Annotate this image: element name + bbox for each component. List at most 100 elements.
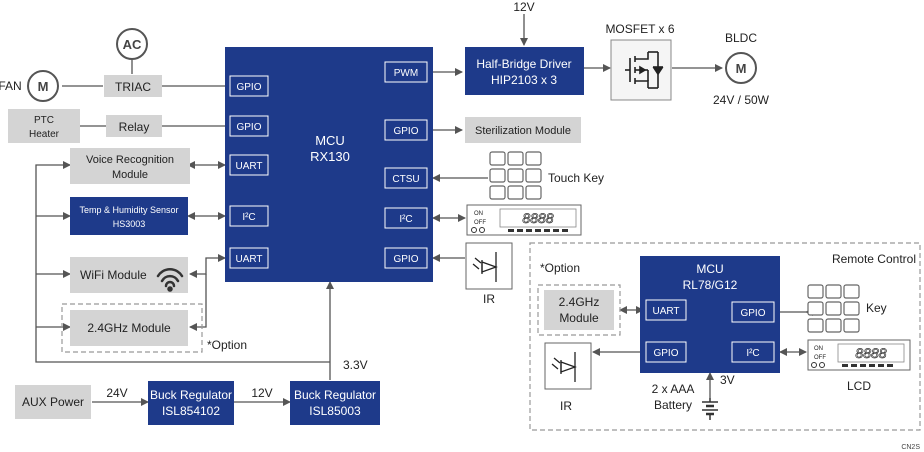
- remote-option-label: *Option: [540, 261, 580, 275]
- remote-pin-uart-label: UART: [652, 306, 679, 317]
- remote-lcd-on: ON: [814, 346, 823, 352]
- touch-key-label: Touch Key: [548, 171, 604, 185]
- fan-motor-icon: [27, 70, 59, 102]
- ir-label: IR: [483, 292, 495, 306]
- pin-label: I²C: [399, 214, 412, 225]
- pin-label: GPIO: [236, 82, 261, 93]
- sterilization-label: Sterilization Module: [475, 125, 571, 137]
- remote-mcu-part: RL78/G12: [683, 278, 738, 292]
- lcd-segment-digits: 8888: [522, 210, 553, 226]
- remote-mcu-name: MCU: [696, 262, 723, 276]
- pin-gpio-left-2: [229, 115, 269, 137]
- remote-lcd-panel: ON OFF 8888: [807, 339, 911, 371]
- bldc-label: BLDC: [725, 31, 757, 45]
- pin-label: PWM: [394, 68, 418, 79]
- mcu-name: MCU: [315, 133, 345, 148]
- mcu-right-pins: PWM GPIO CTSU I²C GPIO: [384, 61, 428, 269]
- remote-pin-gpio-left: [645, 341, 687, 363]
- pin-label: UART: [235, 254, 262, 265]
- buck2-label-line1: Buck Regulator: [294, 388, 376, 402]
- triac-block: [104, 75, 162, 97]
- remote-pin-gpio-right-label: GPIO: [740, 308, 765, 319]
- temp-humidity-sensor-block: [70, 197, 188, 235]
- lcd-panel-main: ON OFF 8888: [466, 204, 582, 236]
- ptc-label: PTC: [34, 115, 54, 126]
- remote-key-label: Key: [866, 301, 887, 315]
- remote-pin-i2c-label: I²C: [746, 348, 759, 359]
- remote-3v-label: 3V: [720, 373, 735, 387]
- remote-control-title: Remote Control: [832, 252, 916, 266]
- option-dashed-box: [61, 303, 203, 353]
- remote-ghz-module-block: [544, 290, 614, 330]
- fan-motor-symbol: M: [38, 79, 49, 94]
- remote-pin-gpio-left-label: GPIO: [653, 348, 678, 359]
- lcd-off-label: OFF: [474, 220, 486, 226]
- driver-label-line1: Half-Bridge Driver: [476, 57, 571, 71]
- pin-label: I²C: [242, 212, 255, 223]
- touch-key-grid-icon: [489, 151, 542, 200]
- heater-label: Heater: [29, 129, 60, 140]
- ir-photodiode-icon: [472, 252, 498, 282]
- pin-label: CTSU: [392, 174, 419, 185]
- v33-label: 3.3V: [343, 358, 368, 372]
- bldc-motor-icon: [725, 52, 757, 84]
- half-bridge-driver-block: [465, 47, 584, 95]
- remote-pin-uart: [645, 299, 687, 321]
- option-label: *Option: [207, 338, 247, 352]
- remote-lcd-label: LCD: [847, 379, 871, 393]
- buck2-label-line2: ISL85003: [309, 404, 361, 418]
- buck1-label-line1: Buck Regulator: [150, 388, 232, 402]
- ghz-module-block: [70, 310, 188, 346]
- pin-pwm: [384, 61, 428, 83]
- supply-12v-label: 12V: [513, 0, 534, 14]
- pin-uart-left-2: [229, 247, 269, 269]
- pin-i2c-left: [229, 205, 269, 227]
- remote-ghz-line1: 2.4GHz: [559, 295, 600, 309]
- remote-lcd-digits: 8888: [855, 345, 886, 361]
- pin-ctsu: [384, 167, 428, 189]
- pin-i2c-right: [384, 207, 428, 229]
- relay-block: [106, 115, 162, 137]
- remote-control-dashed-box: [529, 242, 921, 431]
- mosfet-label: MOSFET x 6: [605, 22, 674, 36]
- bldc-motor-symbol: M: [736, 61, 747, 76]
- wifi-label: WiFi Module: [80, 268, 147, 282]
- pin-gpio-right-2: [384, 247, 428, 269]
- pin-gpio-left-1: [229, 75, 269, 97]
- pin-gpio-right-1: [384, 119, 428, 141]
- voice-label-line2: Module: [112, 169, 148, 181]
- mcu-part: RX130: [310, 149, 350, 164]
- bldc-rating-label: 24V / 50W: [713, 93, 770, 107]
- buck-regulator-isl85003: [290, 381, 380, 425]
- footer-code: CN2S: [901, 444, 920, 451]
- temp-label-line1: Temp & Humidity Sensor: [79, 205, 178, 215]
- voice-recognition-block: [70, 148, 190, 184]
- temp-label-line2: HS3003: [113, 219, 146, 229]
- remote-lcd-off: OFF: [814, 355, 826, 361]
- driver-label-line2: HIP2103 x 3: [491, 73, 557, 87]
- pin-label: GPIO: [393, 126, 418, 137]
- pin-label: UART: [235, 161, 262, 172]
- battery-label-line1: 2 x AAA: [652, 382, 695, 396]
- remote-key-grid-icon: [807, 284, 860, 333]
- aux-power-block: [15, 385, 91, 419]
- ghz-module-label: 2.4GHz Module: [87, 321, 171, 335]
- remote-pin-gpio-right: [731, 301, 775, 323]
- battery-icon: [702, 398, 718, 420]
- voice-label-line1: Voice Recognition: [86, 154, 174, 166]
- ptc-heater-block: [8, 109, 80, 143]
- mosfet-icon: [625, 51, 664, 89]
- triac-label: TRIAC: [115, 80, 151, 94]
- aux-power-label: AUX Power: [22, 395, 84, 409]
- pin-uart-left-1: [229, 154, 269, 176]
- remote-ir-label: IR: [560, 399, 572, 413]
- remote-option-dashed-box: [537, 284, 621, 336]
- connections: [35, 14, 813, 406]
- remote-ir-photodiode-icon: [551, 352, 577, 382]
- v24-label: 24V: [106, 386, 127, 400]
- v12-label: 12V: [251, 386, 272, 400]
- pin-label: GPIO: [393, 254, 418, 265]
- ac-source-icon: [116, 28, 148, 60]
- mcu-left-pins: GPIO GPIO UART I²C UART: [229, 75, 269, 269]
- wifi-icon: [156, 267, 184, 292]
